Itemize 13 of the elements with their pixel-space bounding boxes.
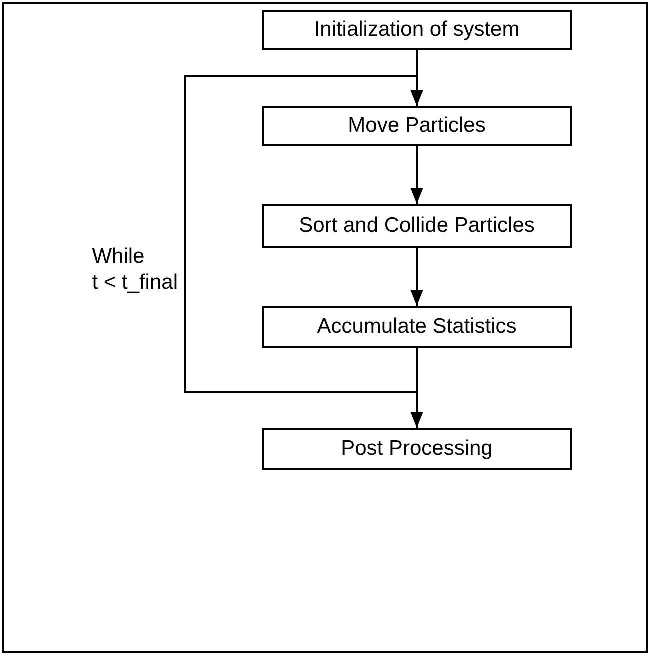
process-box [262,428,572,470]
step-label: Sort and Collide Particles [299,214,535,238]
arrow [410,248,424,306]
process-box [262,10,572,50]
process-box [262,306,572,348]
arrow [184,75,424,393]
arrow [410,146,424,204]
process-box [262,204,572,248]
step-label: Post Processing [341,437,493,461]
process-box [262,106,572,146]
step-label: Move Particles [348,114,486,138]
step-label: Initialization of system [314,18,520,42]
step-label: Accumulate Statistics [317,315,517,339]
